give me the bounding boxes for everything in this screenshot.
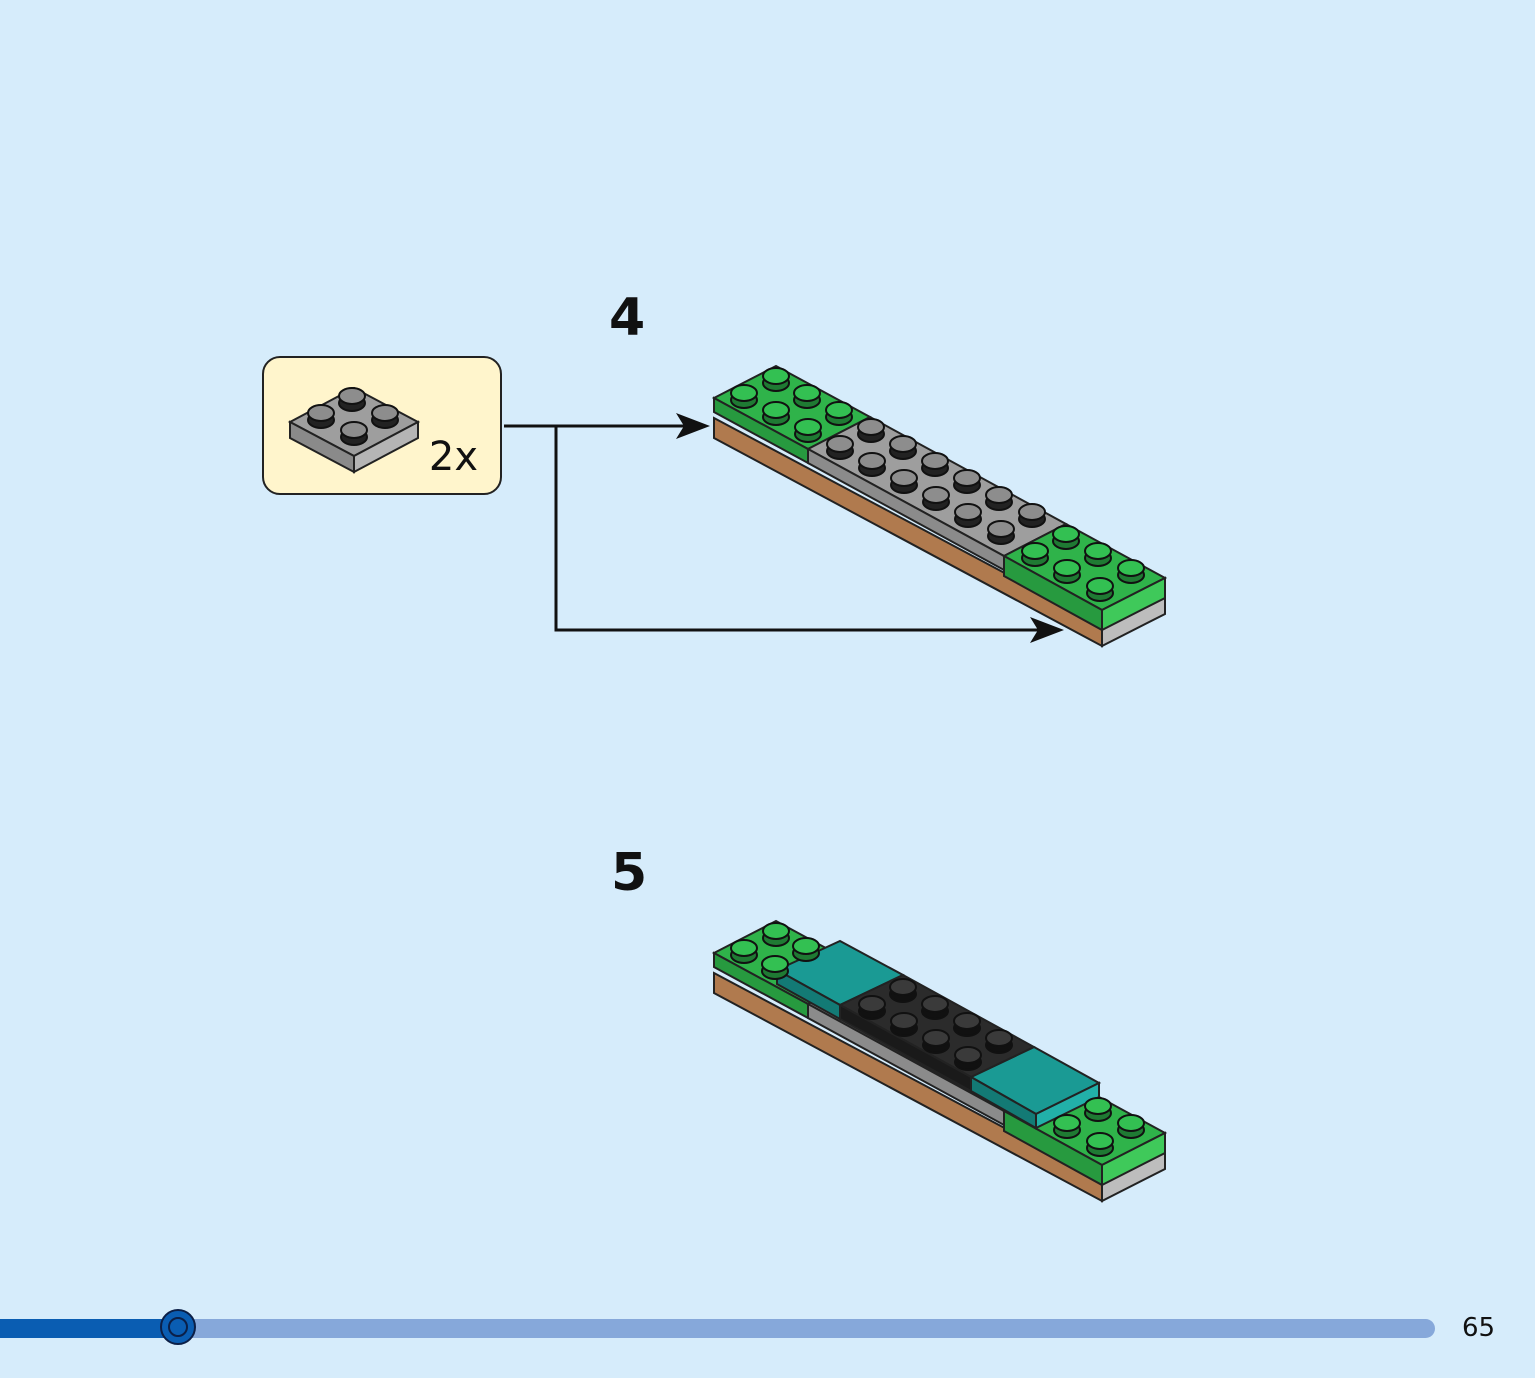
progress-marker xyxy=(160,1309,196,1345)
grey-2x2-plate-icon xyxy=(287,386,421,474)
progress-bar xyxy=(0,1309,1435,1345)
arrow-head xyxy=(676,413,710,439)
studs-step5 xyxy=(730,922,1145,1157)
parts-quantity: 2x xyxy=(428,434,478,480)
parts-callout: 2x xyxy=(262,356,502,495)
step-number-5: 5 xyxy=(611,843,648,903)
page-number: 65 xyxy=(1462,1313,1496,1343)
arrow-head xyxy=(1030,617,1064,643)
step-number-4: 4 xyxy=(609,288,646,348)
placement-arrow xyxy=(504,424,1045,632)
progress-fill xyxy=(0,1319,178,1338)
studs xyxy=(730,367,1145,602)
